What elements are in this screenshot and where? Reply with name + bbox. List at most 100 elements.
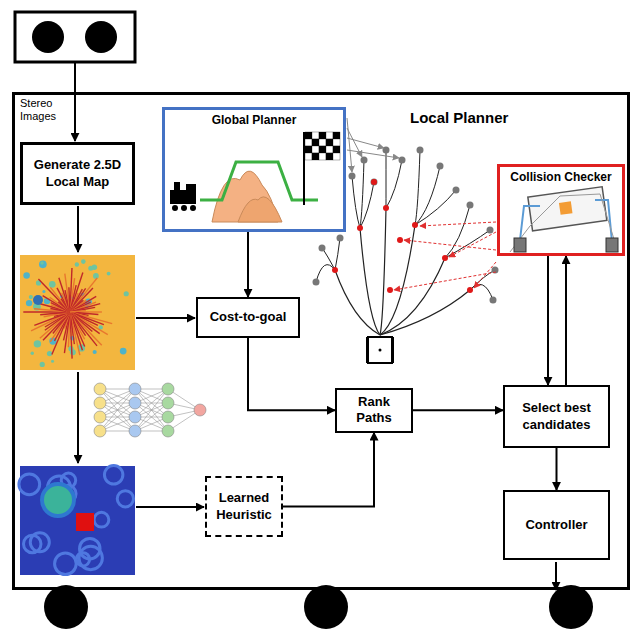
box-label: Learned Heuristic — [211, 490, 277, 523]
terrain-spot — [124, 291, 129, 296]
nn-neuron — [162, 383, 174, 395]
camera-lens — [85, 21, 117, 53]
checker-box: Collision Checker — [497, 164, 625, 256]
nn-neuron — [129, 397, 141, 409]
cost-ring — [55, 553, 77, 575]
map-ground — [20, 255, 135, 370]
box-label: Collision Checker — [510, 170, 611, 185]
terrain-spot — [93, 273, 99, 279]
nn-link — [100, 389, 135, 431]
terrain-spot — [40, 261, 43, 264]
terrain-spot — [93, 350, 97, 354]
nn-neuron — [129, 411, 141, 423]
nn-neuron — [94, 425, 106, 437]
box-label: Select best candidates — [509, 400, 604, 433]
terrain-spot — [81, 259, 86, 264]
box-label: Rank Paths — [341, 394, 407, 427]
train-wheel — [190, 205, 196, 211]
flag-square — [326, 132, 333, 139]
path-spike — [70, 296, 96, 312]
flag-square — [305, 153, 312, 160]
route-line — [200, 162, 318, 200]
candidate-point — [412, 222, 418, 228]
rover-wheel — [606, 238, 618, 252]
flow-arrow — [77, 372, 79, 463]
nn-link — [100, 389, 135, 431]
cost-ring — [104, 466, 122, 484]
cost-ring — [30, 533, 49, 552]
rover-wheel — [514, 238, 526, 252]
path-spike — [40, 312, 70, 338]
camera-body — [15, 12, 135, 62]
terrain-spot — [88, 266, 93, 271]
train-wheel — [181, 205, 187, 211]
heuristic-map-image — [19, 466, 135, 575]
wheel — [44, 585, 88, 629]
path-spike — [70, 307, 95, 312]
path-branch — [352, 176, 360, 228]
flow-arrow — [555, 562, 557, 590]
cost-blob — [42, 484, 74, 516]
path-spike — [65, 274, 70, 312]
flag-square — [326, 139, 333, 146]
candidate-point — [387, 287, 393, 293]
neural-network-icon — [94, 383, 206, 437]
terrain-spot — [33, 295, 43, 305]
train — [174, 182, 180, 191]
path-branch — [445, 230, 490, 258]
terrain-spot — [49, 281, 56, 288]
robot-icon — [366, 337, 394, 363]
path-branch — [360, 228, 380, 335]
path-branch — [415, 150, 420, 225]
flow-arrow — [136, 506, 204, 508]
guidance-arrow — [347, 118, 352, 172]
rover-body — [528, 187, 607, 231]
flag-square — [305, 139, 312, 146]
candidate-point — [371, 179, 377, 185]
path-endpoint — [313, 279, 320, 286]
check-arrow — [420, 222, 496, 226]
path-endpoint — [417, 147, 424, 154]
box-label: Generate 2.5D Local Map — [27, 157, 128, 190]
path-endpoint — [487, 227, 494, 234]
image-arrow — [74, 62, 76, 141]
flag-square — [333, 153, 340, 160]
stereo-camera — [15, 12, 135, 62]
flag-square — [319, 146, 326, 153]
path-branch — [380, 225, 415, 335]
check-arrow — [394, 272, 496, 290]
nn-neuron — [129, 383, 141, 395]
terrain-spot — [34, 340, 41, 347]
check-arrow — [474, 262, 496, 288]
terrain-spot — [23, 272, 30, 279]
flow-arrow — [77, 206, 79, 252]
flag-square — [312, 146, 319, 153]
train-wheel — [172, 205, 178, 211]
terrain-spot — [39, 261, 47, 269]
process-box: Cost-to-goal — [196, 297, 300, 338]
path-endpoint — [490, 297, 497, 304]
path-branch — [360, 160, 364, 228]
terrain-spot — [107, 272, 111, 276]
terrain-spot — [29, 295, 33, 299]
candidate-point — [383, 205, 389, 211]
nn-neuron — [129, 425, 141, 437]
local-map-image — [20, 255, 135, 370]
path-spike — [31, 312, 70, 331]
nn-link — [135, 389, 168, 431]
heuristic-box: Learned Heuristic — [205, 476, 283, 537]
collision-checker-icon — [510, 187, 618, 252]
terrain-spot — [26, 300, 32, 306]
flag-square — [333, 132, 340, 139]
wheel — [549, 585, 593, 629]
path-branch — [445, 205, 470, 258]
terrain-spot — [70, 349, 76, 355]
robot-track — [366, 337, 369, 363]
process-box: Rank Paths — [335, 388, 413, 433]
terrain-spot — [47, 351, 52, 356]
box-label: Cost-to-goal — [210, 309, 287, 325]
rover-center — [559, 201, 573, 215]
path-branch — [470, 284, 493, 300]
process-box: Controller — [503, 490, 610, 560]
global-planner-icon — [170, 132, 340, 222]
